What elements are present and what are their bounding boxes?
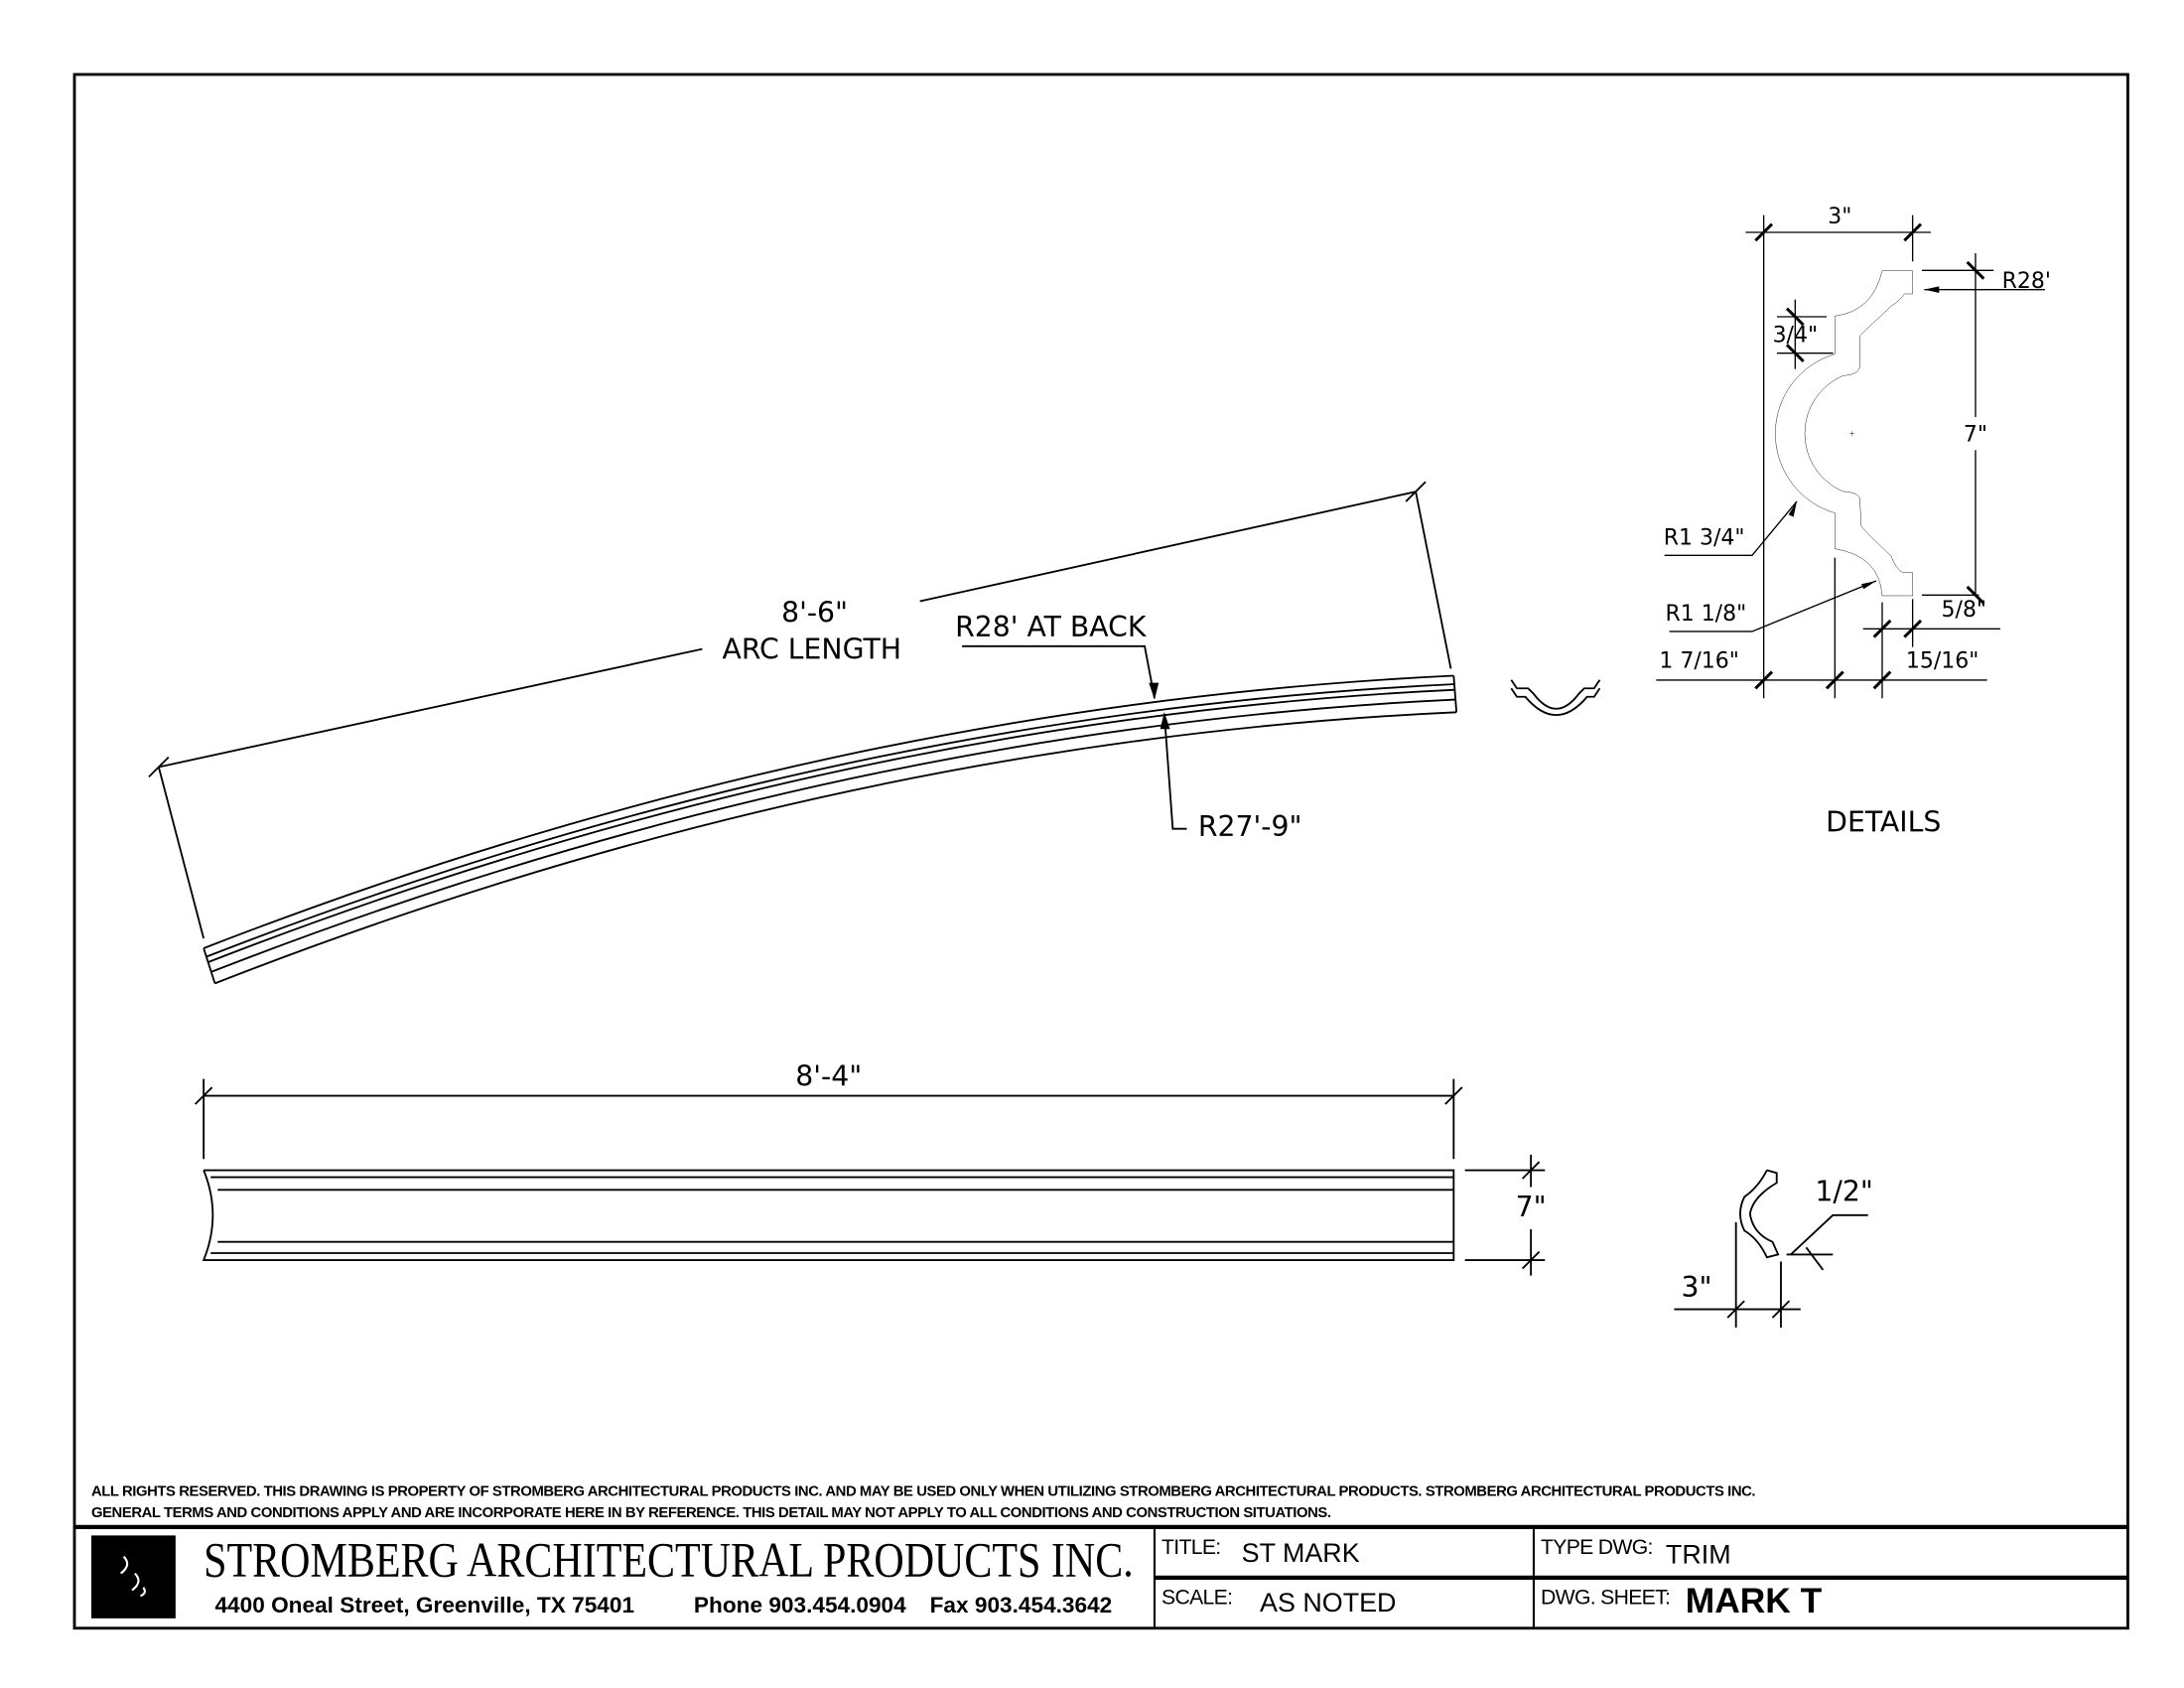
detail-dim-left: 1 7/16" [1659,648,1738,673]
detail-r-small: R1 1/8" [1665,602,1746,627]
back-radius-label: R28' AT BACK [955,611,1148,643]
detail-width: 3" [1828,205,1851,229]
front-radius-label: R27'-9" [1198,810,1302,843]
notes-line-2: GENERAL TERMS AND CONDITIONS APPLY AND A… [91,1505,1331,1521]
type-dwg-label: TYPE DWG: [1541,1536,1653,1559]
notes-line-1: ALL RIGHTS RESERVED. THIS DRAWING IS PRO… [91,1484,1755,1500]
small-profile-offset: 1/2" [1815,1176,1873,1208]
detail-height: 7" [1964,422,1987,447]
detail-dim-5-8: 5/8" [1942,598,1987,623]
title-label: TITLE: [1161,1536,1220,1559]
sheet-border [72,72,2129,1630]
arc-length-value: 8'-6" [781,597,848,630]
elevation-height: 7" [1516,1191,1547,1223]
elevation-length: 8'-4" [795,1060,862,1093]
type-dwg-value: TRIM [1666,1540,1731,1570]
company-name: STROMBERG ARCHITECTURAL PRODUCTS INC. [204,1532,1134,1587]
scale-label: SCALE: [1161,1587,1232,1610]
title-value: ST MARK [1242,1538,1360,1568]
detail-r-large: R1 3/4" [1664,525,1745,550]
straight-elevation-view: 8'-4" 7" [195,1060,1547,1276]
small-profile-view: 1/2" 3" [1674,1169,1873,1328]
company-logo [90,1535,176,1618]
curved-plan-view: 8'-6" ARC LENGTH R28' AT BACK R27'-9" [148,481,1458,985]
small-profile-width: 3" [1682,1271,1712,1304]
detail-radius: R28' [2002,269,2051,294]
title-block: ALL RIGHTS RESERVED. THIS DRAWING IS PRO… [73,1484,2128,1628]
detail-step: 3/4" [1773,323,1819,348]
company-address: 4400 Oneal Street, Greenville, TX 75401 [214,1593,634,1618]
dwg-sheet-value: MARK T [1686,1582,1823,1620]
scale-value: AS NOTED [1260,1588,1396,1618]
dwg-sheet-label: DWG. SHEET: [1541,1587,1670,1610]
profile-detail: 3" R28' 7" 3/4" R1 3/4" R1 1/8" 1 7/16" … [1656,205,2051,699]
details-title: DETAILS [1826,806,1941,839]
profile-section-icon [1510,679,1601,717]
dimension-line [158,647,703,769]
company-phone: Phone 903.454.0904 [694,1593,906,1618]
detail-dim-15-16: 15/16" [1906,648,1979,673]
company-fax: Fax 903.454.3642 [930,1593,1113,1618]
arc-length-label: ARC LENGTH [722,633,901,666]
